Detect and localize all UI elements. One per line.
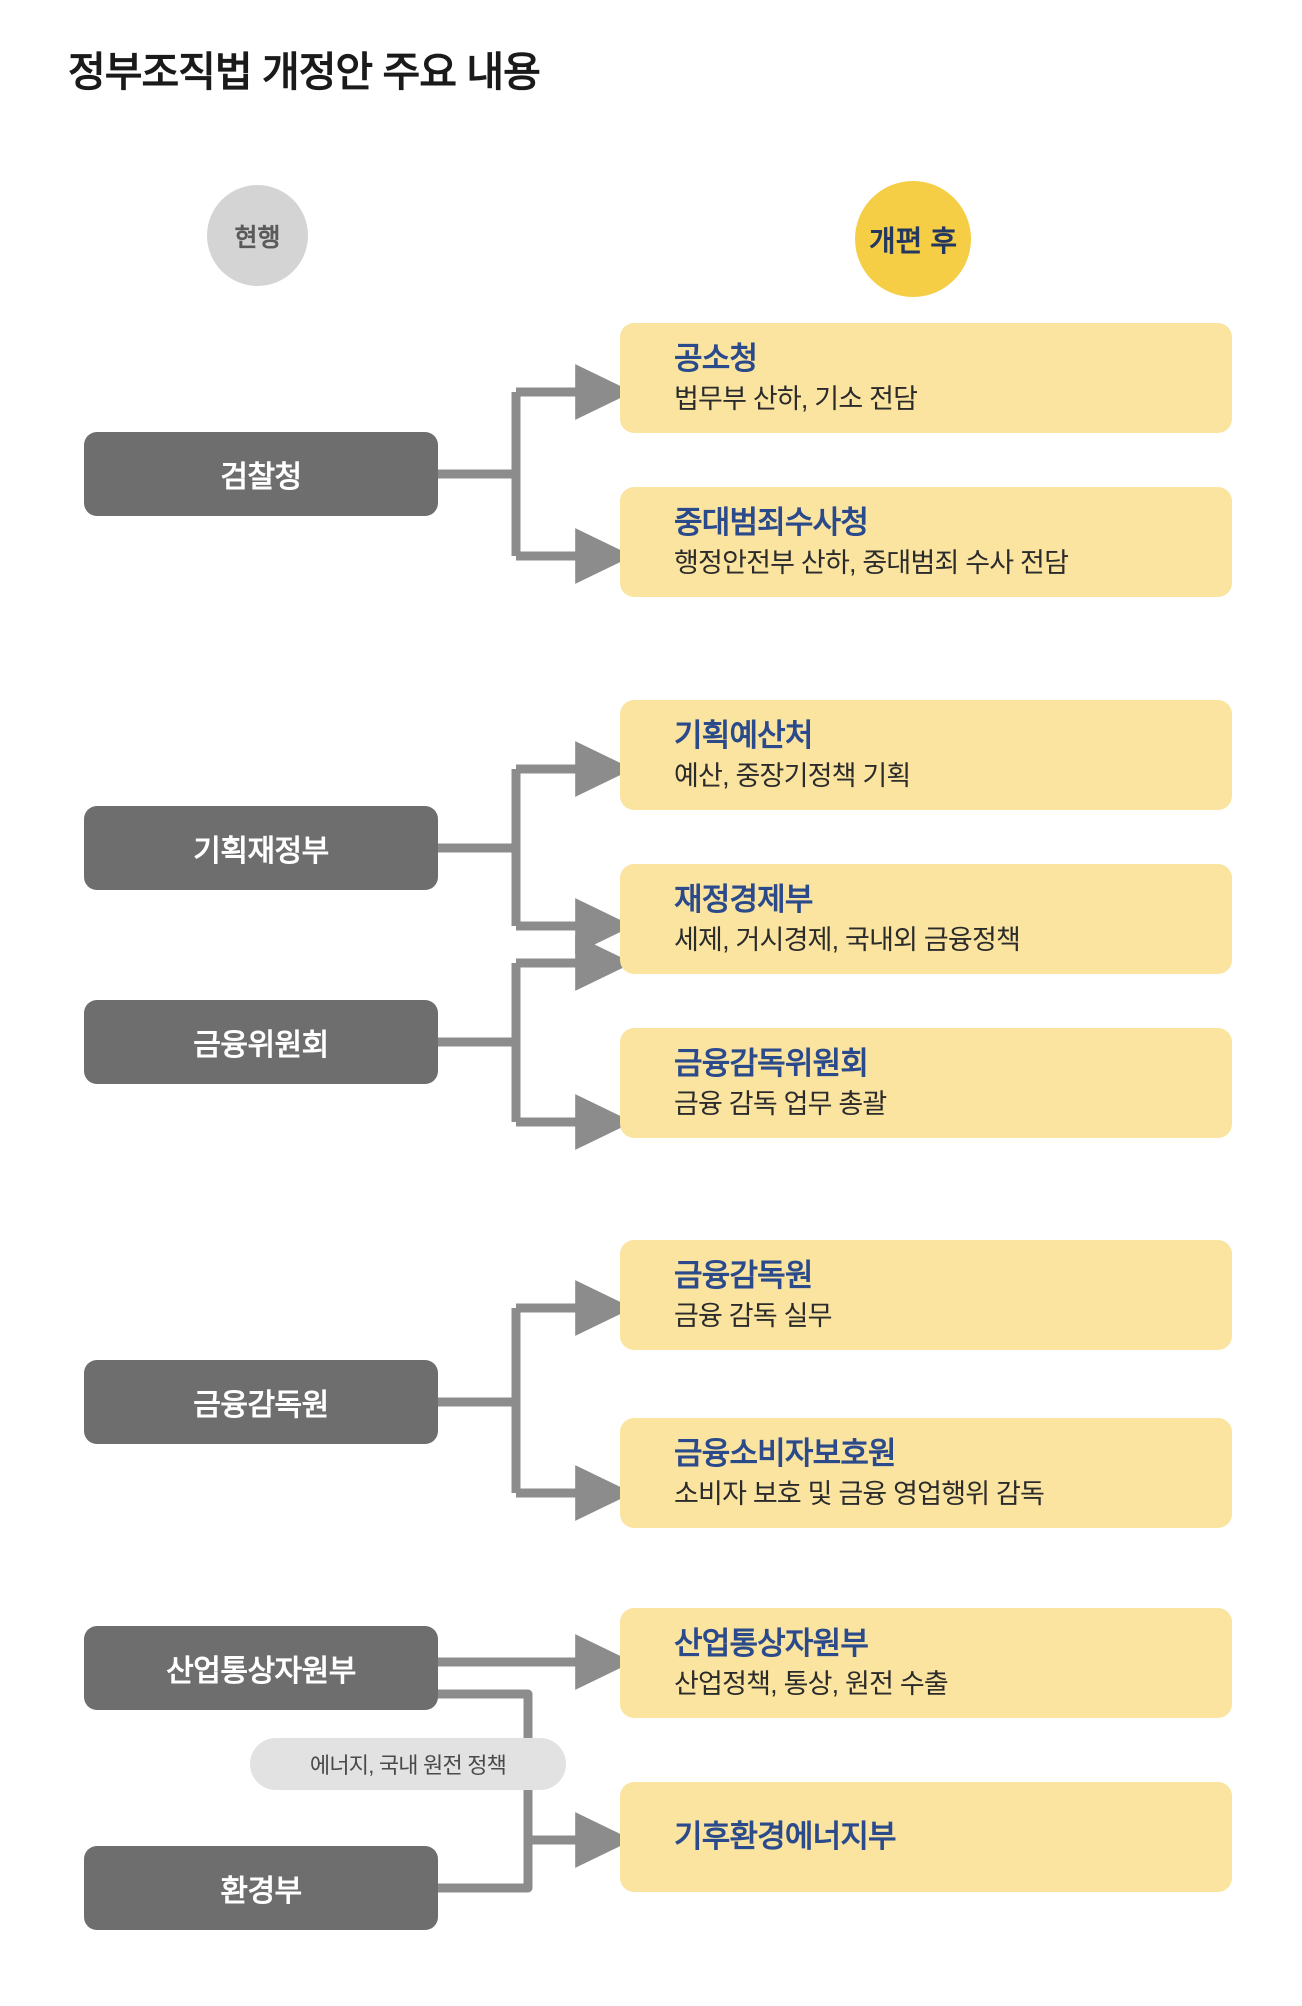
current-box-label: 기획재정부 xyxy=(193,835,329,868)
after-box-title: 금융감독위원회 xyxy=(674,1046,869,1082)
after-box-title: 재정경제부 xyxy=(674,882,813,918)
after-box-title: 금융소비자보호원 xyxy=(674,1436,897,1472)
after-box-title: 금융감독원 xyxy=(674,1258,813,1294)
after-box-fss[interactable]: 금융감독원 금융 감독 실무 xyxy=(620,1240,1232,1350)
after-box-financial-supervisory-commission[interactable]: 금융감독위원회 금융 감독 업무 총괄 xyxy=(620,1028,1232,1138)
legend-current-label: 현행 xyxy=(234,223,281,252)
after-box-title: 기후환경에너지부 xyxy=(674,1818,897,1854)
after-box-title: 기획예산처 xyxy=(674,718,813,754)
current-box-label: 금융위원회 xyxy=(193,1029,329,1062)
after-box-gongsocheong[interactable]: 공소청 법무부 산하, 기소 전담 xyxy=(620,323,1232,433)
after-box-subtitle: 산업정책, 통상, 원전 수출 xyxy=(674,1668,949,1699)
after-box-finance-economy[interactable]: 재정경제부 세제, 거시경제, 국내외 금융정책 xyxy=(620,864,1232,974)
current-box-finance-ministry[interactable]: 기획재정부 xyxy=(84,806,438,890)
after-box-consumer-protection[interactable]: 금융소비자보호원 소비자 보호 및 금융 영업행위 감독 xyxy=(620,1418,1232,1528)
current-box-environment[interactable]: 환경부 xyxy=(84,1846,438,1930)
page-title: 정부조직법 개정안 주요 내용 xyxy=(68,49,541,95)
after-box-title: 산업통상자원부 xyxy=(674,1626,869,1662)
legend-current-circle: 현행 xyxy=(207,185,308,286)
after-box-climate-energy[interactable]: 기후환경에너지부 xyxy=(620,1782,1232,1892)
after-box-planning-budget[interactable]: 기획예산처 예산, 중장기정책 기획 xyxy=(620,700,1232,810)
current-box-label: 검찰청 xyxy=(220,461,302,494)
after-box-subtitle: 금융 감독 업무 총괄 xyxy=(674,1088,887,1119)
after-box-subtitle: 법무부 산하, 기소 전담 xyxy=(674,383,918,414)
current-box-label: 금융감독원 xyxy=(193,1389,329,1422)
current-box-motie[interactable]: 산업통상자원부 xyxy=(84,1626,438,1710)
legend-after-label: 개편 후 xyxy=(868,226,958,258)
after-box-title: 공소청 xyxy=(674,341,758,377)
after-box-subtitle: 세제, 거시경제, 국내외 금융정책 xyxy=(674,924,1021,955)
after-box-serious-crime-agency[interactable]: 중대범죄수사청 행정안전부 산하, 중대범죄 수사 전담 xyxy=(620,487,1232,597)
after-box-subtitle: 금융 감독 실무 xyxy=(674,1300,832,1331)
after-box-subtitle: 예산, 중장기정책 기획 xyxy=(674,760,911,791)
current-box-label: 산업통상자원부 xyxy=(166,1655,356,1688)
legend-after-circle: 개편 후 xyxy=(855,181,971,297)
after-box-subtitle: 소비자 보호 및 금융 영업행위 감독 xyxy=(674,1478,1045,1509)
current-box-label: 환경부 xyxy=(220,1875,302,1908)
after-box-motie[interactable]: 산업통상자원부 산업정책, 통상, 원전 수출 xyxy=(620,1608,1232,1718)
note-pill-energy-transfer: 에너지, 국내 원전 정책 xyxy=(250,1738,566,1790)
current-box-fss[interactable]: 금융감독원 xyxy=(84,1360,438,1444)
wire-g4b-to-box2 xyxy=(438,1812,633,1893)
after-box-subtitle: 행정안전부 산하, 중대범죄 수사 전담 xyxy=(674,547,1069,578)
note-pill-label: 에너지, 국내 원전 정책 xyxy=(309,1753,507,1778)
current-box-fsc[interactable]: 금융위원회 xyxy=(84,1000,438,1084)
current-box-prosecution[interactable]: 검찰청 xyxy=(84,432,438,516)
after-box-title: 중대범죄수사청 xyxy=(674,505,869,541)
